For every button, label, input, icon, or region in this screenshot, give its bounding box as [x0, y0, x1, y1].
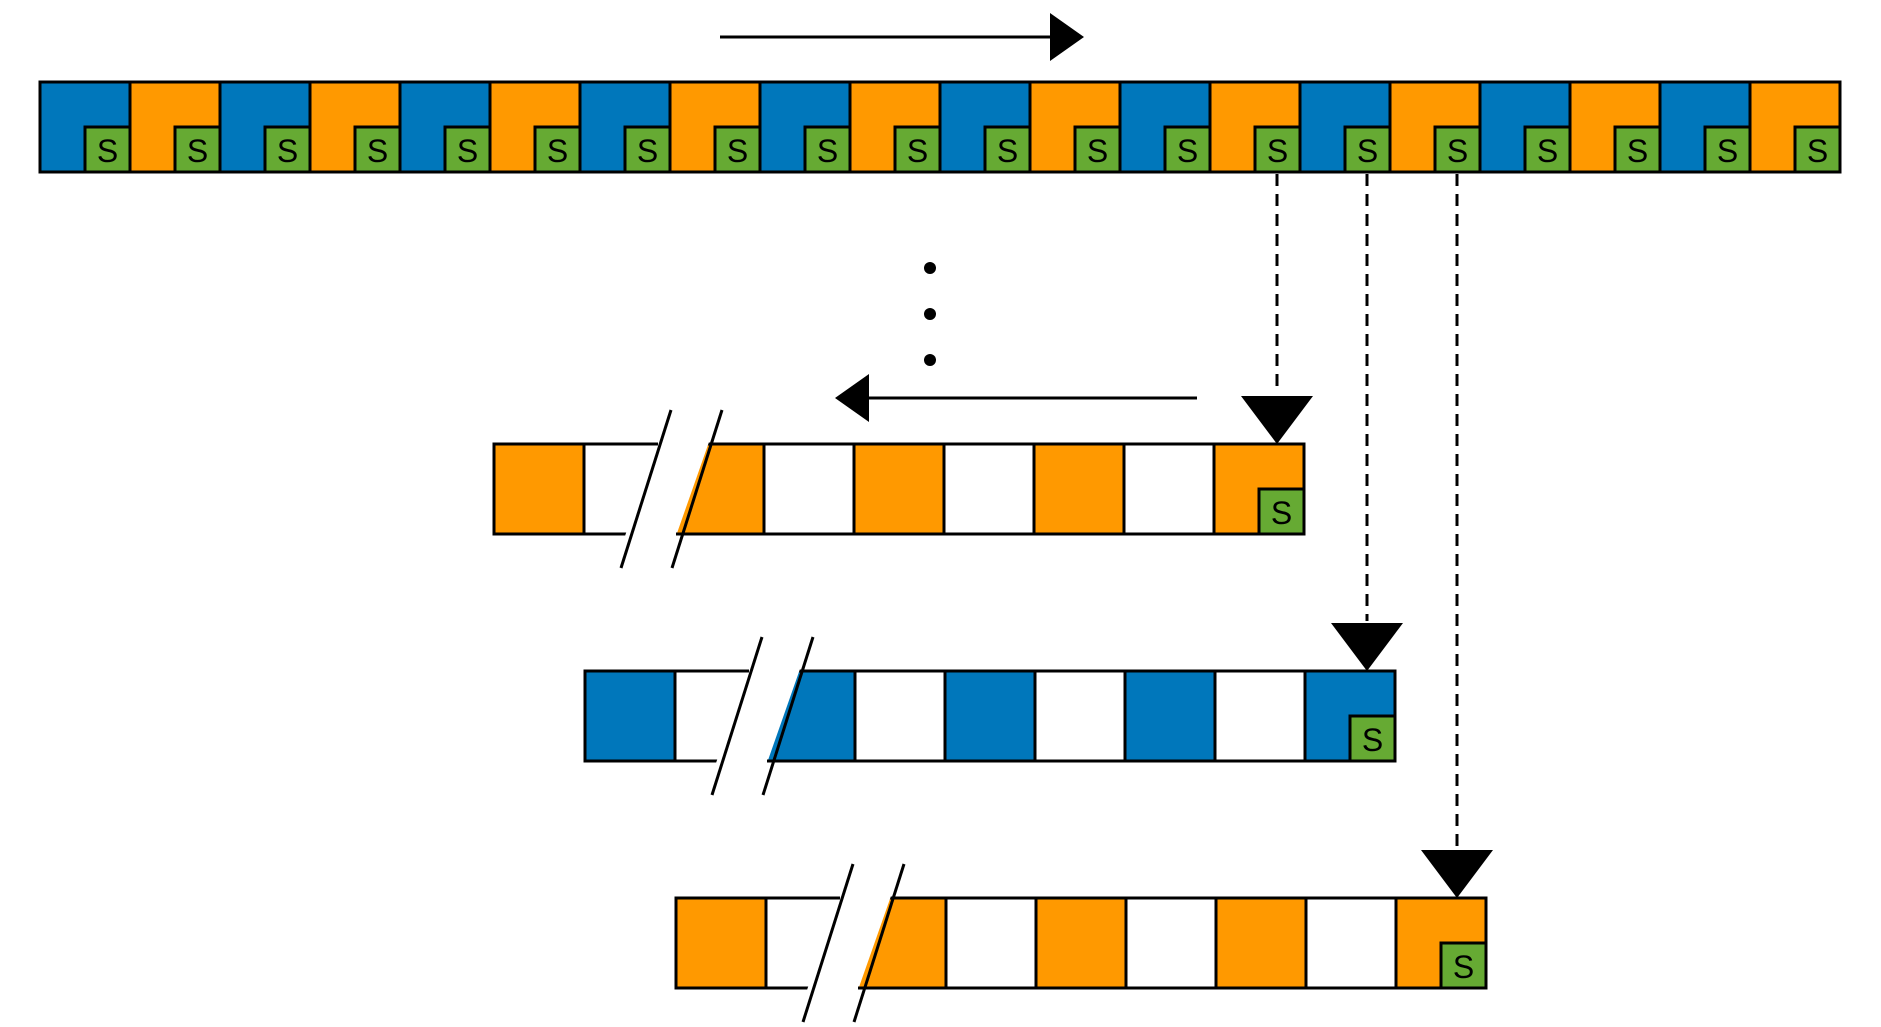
row-1-cell-7 [1213, 669, 1307, 763]
row-2-break-line-1 [801, 863, 855, 1023]
marker-label-top-18: S [1717, 133, 1738, 169]
marker-label-top-19: S [1807, 133, 1828, 169]
row-0-break-line-2 [670, 409, 724, 569]
row-0-cell-6 [1032, 442, 1126, 536]
marker-label-row-1: S [1362, 722, 1383, 758]
marker-label-top-13: S [1267, 133, 1288, 169]
marker-label-top-4: S [457, 133, 478, 169]
marker-label-row-0: S [1271, 495, 1292, 531]
row-2-cell-4 [1034, 896, 1128, 990]
row-1-cell-6 [1123, 669, 1217, 763]
row-2-break-gap [807, 896, 891, 990]
detail-row-2: S [674, 863, 1488, 1023]
row-1-cell-4 [943, 669, 1037, 763]
row-1-break-gap [716, 669, 800, 763]
row-1-cell-3 [853, 669, 947, 763]
marker-label-top-3: S [367, 133, 388, 169]
top-direction-arrow-head [1050, 13, 1084, 61]
row-1-break-line-2 [761, 636, 815, 796]
marker-label-top-14: S [1357, 133, 1378, 169]
marker-label-top-12: S [1177, 133, 1198, 169]
row-0-cell-0 [492, 442, 586, 536]
connector-0-head [1241, 396, 1313, 444]
row-0-cell-4 [852, 442, 946, 536]
marker-label-top-15: S [1447, 133, 1468, 169]
row-2-cell-5 [1124, 896, 1218, 990]
row-0-break-line-1 [619, 409, 673, 569]
marker-label-top-17: S [1627, 133, 1648, 169]
row-0-cell-3 [762, 442, 856, 536]
connector-1-head [1331, 623, 1403, 671]
marker-label-top-2: S [277, 133, 298, 169]
detail-row-1: S [583, 636, 1397, 796]
marker-square-top-17 [1613, 125, 1662, 174]
marker-label-top-1: S [187, 133, 208, 169]
ellipsis-dot-1 [924, 308, 936, 320]
row-1-cell-0 [583, 669, 677, 763]
marker-square-top-4 [443, 125, 492, 174]
connector-2-head [1421, 850, 1493, 898]
marker-square-row-0 [1257, 487, 1306, 536]
marker-label-top-11: S [1087, 133, 1108, 169]
marker-label-top-16: S [1537, 133, 1558, 169]
row-0-direction-arrow-head [835, 374, 869, 422]
row-2-cell-3 [944, 896, 1038, 990]
ellipsis-dot-0 [924, 262, 936, 274]
vertical-ellipsis [924, 262, 936, 366]
marker-label-top-9: S [907, 133, 928, 169]
detail-row-0: S [492, 409, 1306, 569]
marker-label-top-0: S [97, 133, 118, 169]
row-2-cell-0 [674, 896, 768, 990]
detail-rows: S S S [492, 409, 1488, 1023]
row-0-break-gap [625, 442, 709, 536]
row-2-cell-7 [1304, 896, 1398, 990]
row-0-cell-5 [942, 442, 1036, 536]
marker-square-row-2 [1439, 941, 1488, 990]
marker-label-top-6: S [637, 133, 658, 169]
marker-square-top-9 [893, 125, 942, 174]
marker-label-top-8: S [817, 133, 838, 169]
marker-label-top-10: S [997, 133, 1018, 169]
row-2-cell-6 [1214, 896, 1308, 990]
row-2-break-line-2 [852, 863, 906, 1023]
marker-label-top-7: S [727, 133, 748, 169]
marker-square-top-3 [353, 125, 402, 174]
ellipsis-dot-2 [924, 354, 936, 366]
row-1-break-line-1 [710, 636, 764, 796]
marker-label-row-2: S [1453, 949, 1474, 985]
marker-label-top-5: S [547, 133, 568, 169]
row-0-cell-7 [1122, 442, 1216, 536]
row-1-cell-5 [1033, 669, 1127, 763]
arrows [720, 13, 1493, 898]
marker-square-row-1 [1348, 714, 1397, 763]
